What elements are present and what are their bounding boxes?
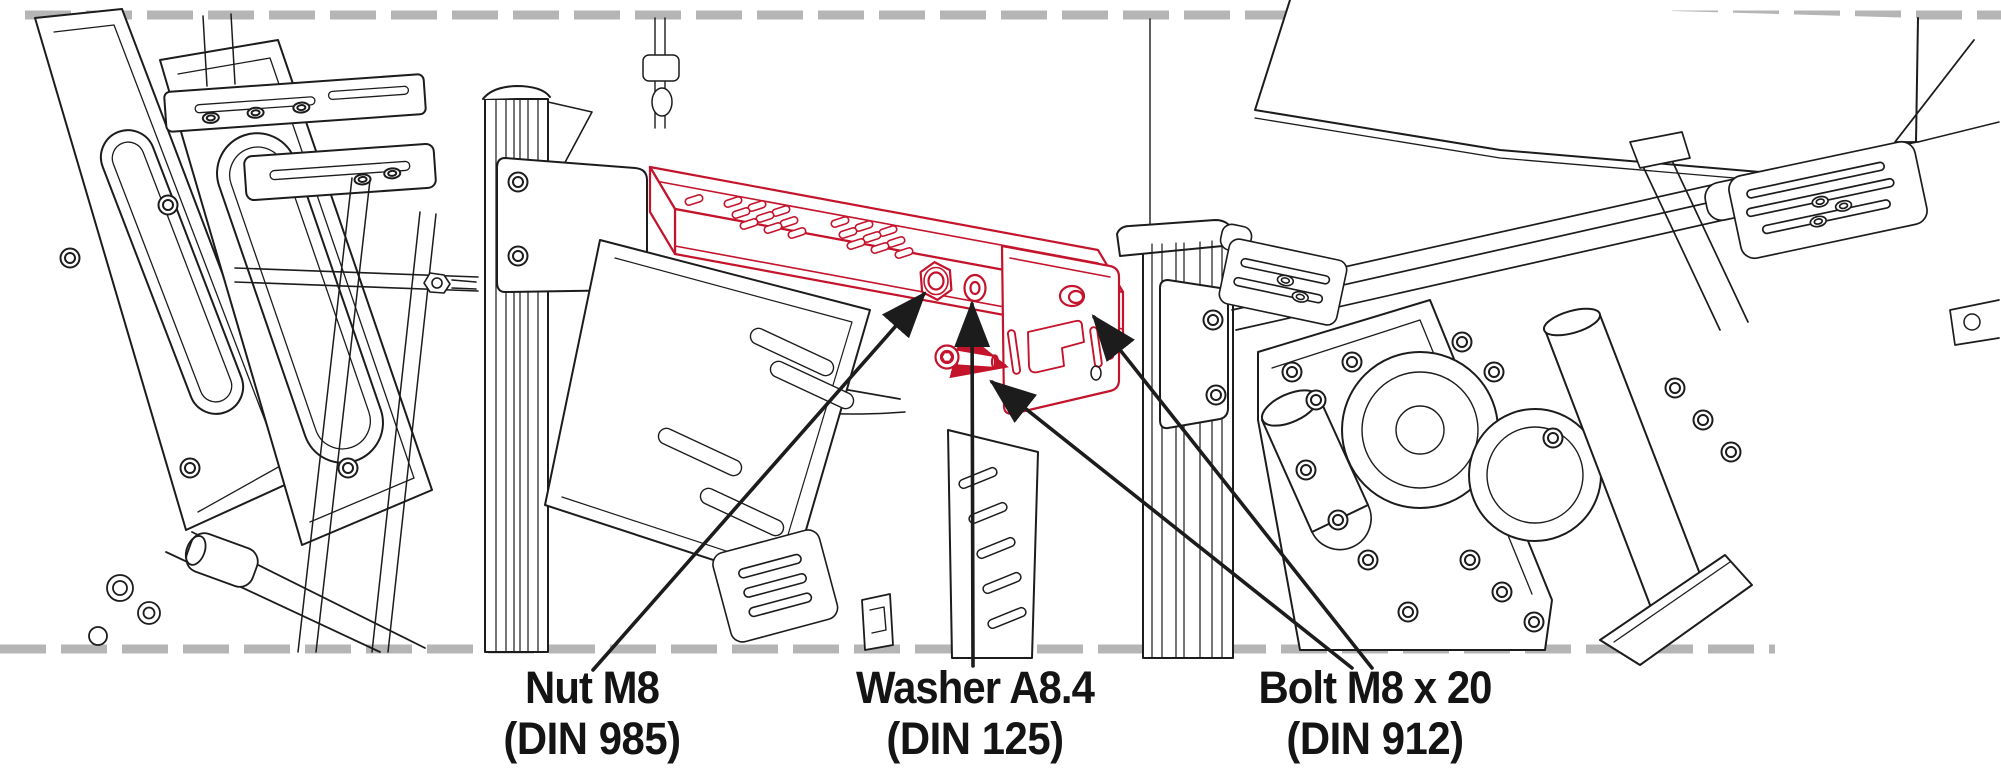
washer-leader-arrow	[954, 300, 991, 668]
callout-bolt: Bolt M8 x 20 (DIN 912)	[1258, 662, 1492, 764]
bolt-leader-arrow-2	[1091, 314, 1374, 670]
washer-illustration	[963, 273, 987, 303]
callout-washer-spec: (DIN 125)	[886, 713, 1064, 764]
callout-washer: Washer A8.4 (DIN 125)	[856, 662, 1095, 764]
callout-nut-spec: (DIN 985)	[503, 713, 681, 764]
nut-illustration	[919, 261, 953, 301]
callout-nut: Nut M8 (DIN 985)	[503, 662, 681, 764]
left-frame-assembly	[34, 8, 479, 653]
bolt-illustration	[934, 344, 1000, 370]
center-slotted-plate	[544, 239, 1039, 659]
right-assembly	[1218, 0, 2000, 666]
callout-bolt-spec: (DIN 912)	[1286, 713, 1464, 764]
right-extrusion-column	[1116, 18, 1234, 659]
bolt-leader-arrow-1	[989, 379, 1354, 670]
nut-leader-arrow	[591, 291, 927, 672]
highlighted-bracket	[648, 165, 1125, 415]
callout-bolt-name: Bolt M8 x 20	[1258, 662, 1492, 713]
callout-washer-name: Washer A8.4	[856, 662, 1095, 713]
callout-leaders	[591, 291, 1374, 672]
callout-nut-name: Nut M8	[525, 662, 660, 713]
hook-cutout	[1027, 319, 1085, 374]
